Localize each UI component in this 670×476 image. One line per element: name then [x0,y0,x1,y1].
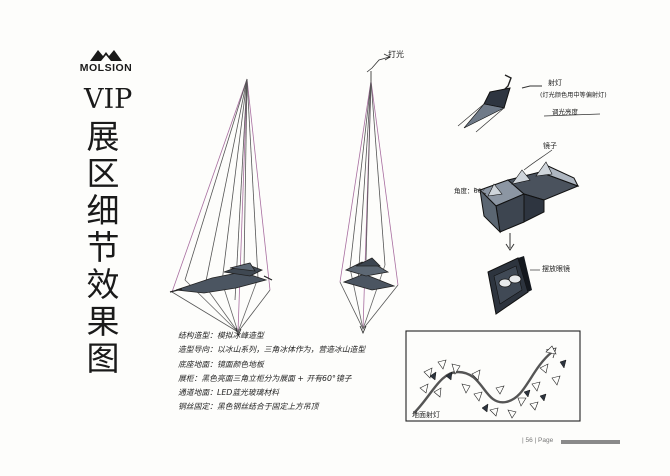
glasses-display-sketch [487,256,540,315]
design-notes: 结构造型：模拟冰峰造型 造型导向：以冰山系列，三角冰体作为，营造冰山造型 底座地… [178,329,408,415]
annotation-mirror: 镜子 [543,142,557,150]
right-ice-sculpture [339,53,399,335]
title-char: 区 [86,154,120,193]
page-title-vertical: 展 区 细 节 效 果 图 [83,118,123,377]
page-number: | 56 | Page [522,437,554,444]
title-char: 展 [86,117,120,156]
title-char: 图 [86,339,120,378]
annotation-light-label: 打光 [388,50,404,59]
floor-plan-sketch [405,330,581,422]
note-line: 展柜：黑色亮面三角立柜分为展面 + 开有60°镜子 [178,373,352,383]
page-title-vip: VIP [84,84,133,115]
footer-bar [561,440,620,444]
annotation-floor: 地面射灯 [412,411,440,419]
title-char: 效 [86,265,120,304]
annotation-spotlight: 射灯 [548,79,562,87]
title-char: 节 [86,228,120,267]
title-char: 细 [86,191,120,230]
note-line: 钢丝固定：黑色钢丝结合于固定上方吊顶 [178,402,319,412]
note-line: 结构造型：模拟冰峰造型 [178,331,264,340]
annotation-angle: 角度：60° [454,187,486,195]
annotation-display: 摆放眼镜 [542,265,570,273]
annotation-spotlight-dim: 调光亮度 [552,108,578,116]
mirror-cabinet-sketch [473,149,580,251]
annotation-spotlight-color: (灯光颜色用中等偏射灯) [540,92,607,99]
brand-name: MOLSION [79,62,133,74]
left-ice-sculpture [169,78,273,338]
note-line: 造型导向：以冰山系列，三角冰体作为，营造冰山造型 [178,345,366,355]
spotlight-sketch [457,74,601,133]
title-char: 果 [86,302,120,341]
note-line: 通道地面：LED蓝光玻璃材料 [178,388,280,398]
note-line: 底座地面：镜面颜色地板 [178,359,264,369]
molsion-logo-icon [90,50,122,61]
